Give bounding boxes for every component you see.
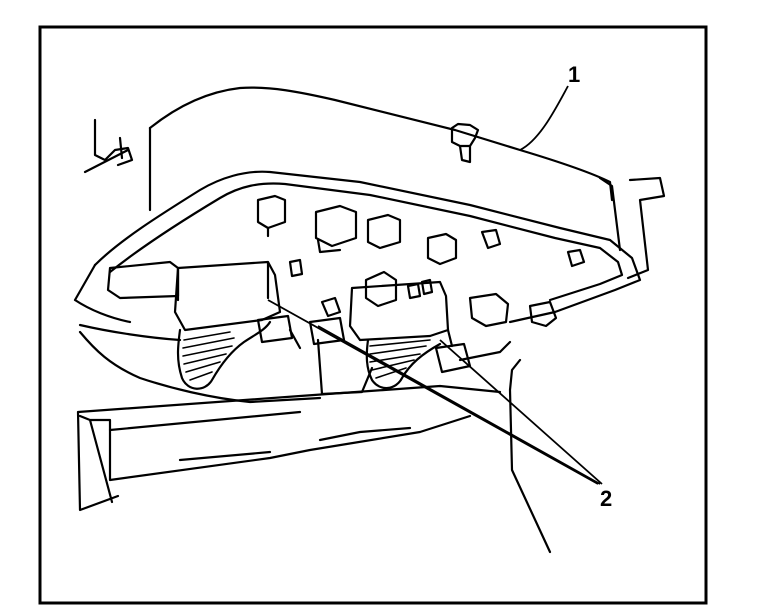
fuse-panel-inner [108,182,624,302]
lower-support [288,328,512,396]
center-harness-coil [369,339,431,379]
mounting-tab-top [450,122,480,164]
fuse-block-assembly [73,86,666,554]
right-clip [598,176,666,280]
leader-lines [267,85,603,485]
leader-line-1 [519,85,569,151]
lower-curve [78,330,322,404]
relay-group [256,194,586,328]
leader-line-2b [317,325,601,485]
callout-2: 2 [600,486,612,511]
center-wire-harness [365,338,442,390]
left-harness-coil [182,331,235,381]
upper-cover [148,86,614,202]
left-wire-harness [176,320,272,390]
left-connector-tab [106,260,180,300]
lower-bracket-inner [108,410,412,462]
figure-frame [38,25,708,605]
leader-line-2a [267,299,599,485]
center-connector-housing [348,280,450,342]
lower-dash-structure [76,384,502,512]
leader-line-2c [439,339,603,485]
callout-1: 1 [568,62,580,87]
fuse-panel-outer [93,170,642,324]
small-connector-left [256,314,294,344]
panel-trim-right [508,358,552,554]
left-bracket [83,118,134,174]
panel-lower-edge [73,263,182,342]
